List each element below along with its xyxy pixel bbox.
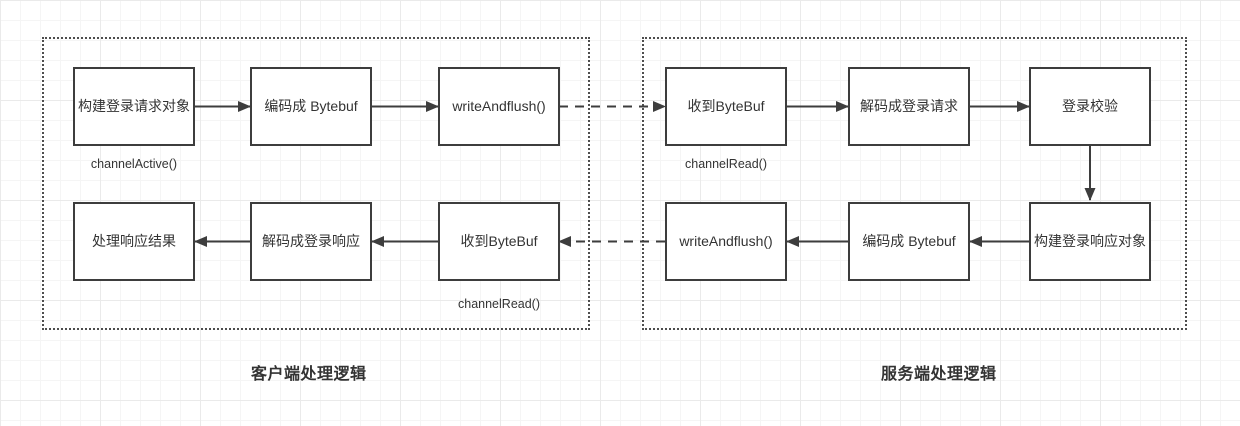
client-group-frame: [42, 37, 590, 330]
client-channel-read-label: channelRead(): [458, 297, 540, 311]
node-client-encode-bytebuf: 编码成 Bytebuf: [250, 67, 372, 146]
node-client-write-and-flush: writeAndflush(): [438, 67, 560, 146]
server-group-title: 服务端处理逻辑: [881, 366, 997, 383]
server-channel-read-label: channelRead(): [685, 157, 767, 171]
node-client-receive-bytebuf: 收到ByteBuf: [438, 202, 560, 281]
node-client-decode-login-response: 解码成登录响应: [250, 202, 372, 281]
node-server-decode-login-request: 解码成登录请求: [848, 67, 970, 146]
node-build-login-request: 构建登录请求对象: [73, 67, 195, 146]
node-build-login-response: 构建登录响应对象: [1029, 202, 1151, 281]
node-server-encode-bytebuf: 编码成 Bytebuf: [848, 202, 970, 281]
node-handle-response-result: 处理响应结果: [73, 202, 195, 281]
node-server-write-and-flush: writeAndflush(): [665, 202, 787, 281]
node-login-verify: 登录校验: [1029, 67, 1151, 146]
client-group-title: 客户端处理逻辑: [251, 366, 367, 383]
server-group-frame: [642, 37, 1187, 330]
node-server-receive-bytebuf: 收到ByteBuf: [665, 67, 787, 146]
client-channel-active-label: channelActive(): [90, 157, 178, 171]
